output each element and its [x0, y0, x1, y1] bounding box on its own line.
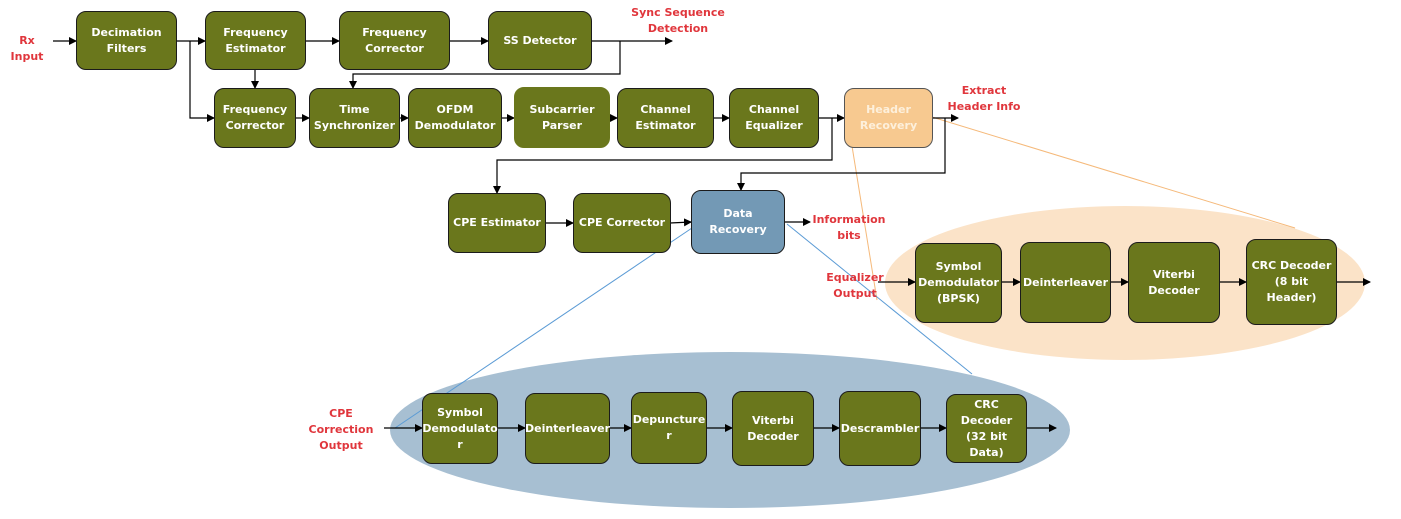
header-callout-line-right [931, 116, 1296, 229]
data-depuncturer-block[interactable]: Depuncture r [631, 392, 707, 464]
ss-detector-block[interactable]: SS Detector [488, 11, 592, 70]
sync-sequence-detection-label: Sync Sequence Detection [631, 6, 725, 35]
header-callout-line-left [851, 145, 878, 301]
information-bits-label: Information bits [812, 213, 886, 242]
data-descrambler-block[interactable]: Descrambler [839, 391, 921, 466]
extract-header-info-label: Extract Header Info [947, 84, 1021, 113]
header-crc-decoder-block[interactable]: CRC Decoder (8 bit Header) [1246, 239, 1337, 325]
equalizer-output-label: Equalizer Output [826, 271, 884, 300]
arrow-cpe-corrector-to-data-recovery [669, 218, 692, 227]
frequency-estimator-block[interactable]: Frequency Estimator [205, 11, 306, 70]
decimation-filters-block[interactable]: Decimation Filters [76, 11, 177, 70]
subcarrier-parser-block[interactable]: Subcarrier Parser [514, 87, 610, 148]
header-viterbi-decoder-block[interactable]: Viterbi Decoder [1128, 242, 1220, 323]
data-recovery-block[interactable]: Data Recovery [691, 190, 785, 254]
data-callout-line-right [786, 223, 973, 375]
cpe-correction-output-label: CPE Correction Output [308, 407, 374, 452]
cpe-estimator-block[interactable]: CPE Estimator [448, 193, 546, 253]
frequency-corrector-bottom-block[interactable]: Frequency Corrector [214, 88, 296, 148]
data-crc-decoder-block[interactable]: CRC Decoder (32 bit Data) [946, 394, 1027, 463]
header-symbol-demodulator-block[interactable]: Symbol Demodulator (BPSK) [915, 243, 1002, 323]
data-symbol-demodulator-block[interactable]: Symbol Demodulato r [422, 393, 498, 464]
ofdm-demodulator-block[interactable]: OFDM Demodulator [408, 88, 502, 148]
channel-estimator-block[interactable]: Channel Estimator [617, 88, 714, 148]
header-recovery-block[interactable]: Header Recovery [844, 88, 933, 148]
channel-equalizer-block[interactable]: Channel Equalizer [729, 88, 819, 148]
arrow-decimation-to-freq-corrector-bottom [189, 41, 215, 122]
arrow-equalizer-to-cpe-estimator [493, 118, 833, 194]
arrow-header-to-data-recovery [737, 118, 946, 191]
frequency-corrector-top-block[interactable]: Frequency Corrector [339, 11, 450, 70]
data-viterbi-decoder-block[interactable]: Viterbi Decoder [732, 391, 814, 466]
time-synchronizer-block[interactable]: Time Synchronizer [309, 88, 400, 148]
rx-input-label: Rx Input [10, 34, 44, 63]
data-deinterleaver-block[interactable]: Deinterleaver [525, 393, 610, 464]
header-deinterleaver-block[interactable]: Deinterleaver [1020, 242, 1111, 323]
arrow-ss-detector-to-time-sync [349, 41, 621, 89]
cpe-corrector-block[interactable]: CPE Corrector [573, 193, 671, 253]
